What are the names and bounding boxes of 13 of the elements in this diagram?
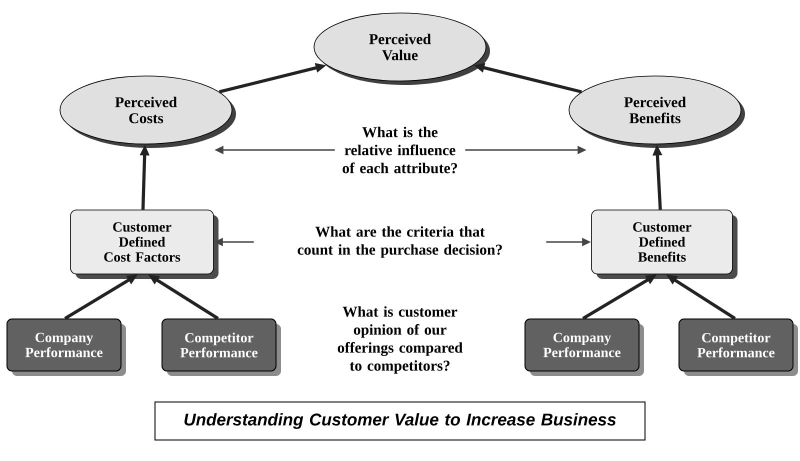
caption-box: Understanding Customer Value to Increase Business: [154, 402, 646, 440]
ellipse-node: Perceived Benefits: [568, 76, 745, 148]
ellipse-node: Perceived Costs: [60, 76, 236, 148]
performance-box: Competitor Performance: [678, 318, 798, 376]
performance-box: Competitor Performance: [162, 318, 281, 376]
performance-box: Company Performance: [6, 318, 126, 376]
criteria-box: Customer Defined Benefits: [591, 210, 738, 279]
question-text: What is customer opinion of our offerings compared to competitors?: [338, 306, 463, 374]
performance-box: Company Performance: [524, 318, 644, 376]
criteria-box: Customer Defined Cost Factors: [70, 210, 218, 279]
ellipse-node: Perceived Value: [314, 12, 490, 85]
question-text: What are the criteria that count in the purchase decision?: [298, 226, 502, 258]
question-text: What is the relative influence of each attribute?: [342, 126, 457, 174]
